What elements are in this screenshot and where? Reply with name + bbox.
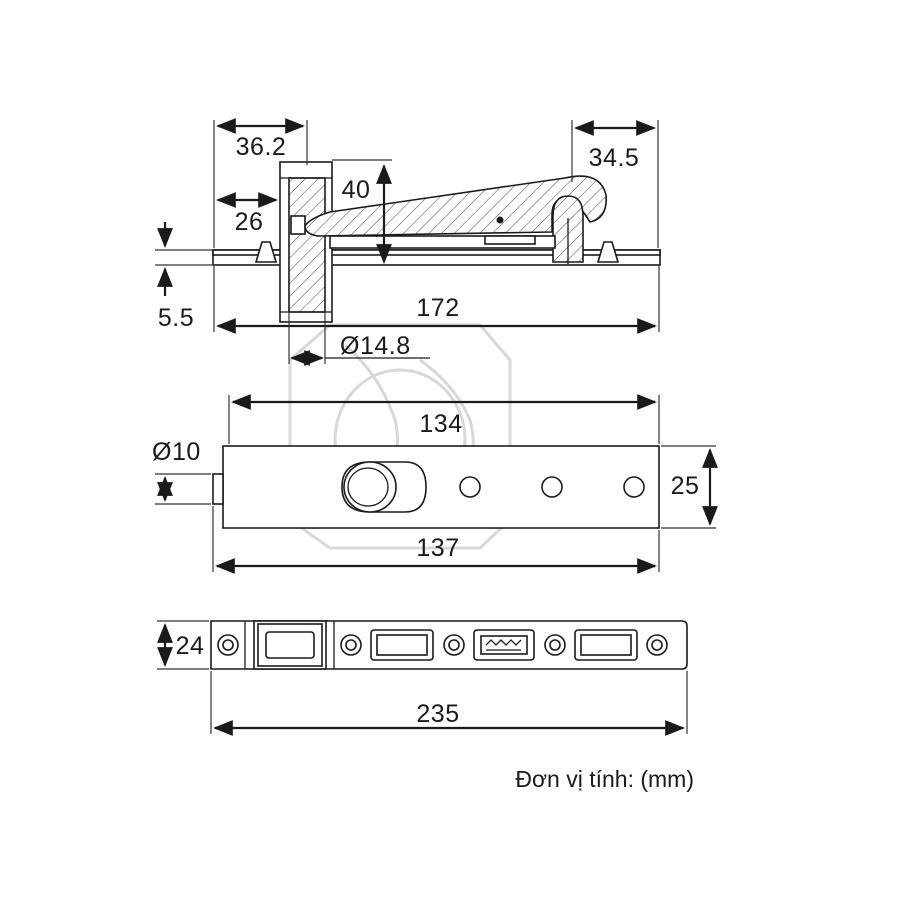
dim-36-2: 36.2	[236, 133, 287, 161]
dim-26: 26	[235, 208, 264, 236]
plan-hole-2	[541, 476, 563, 498]
dim-34-5: 34.5	[589, 144, 640, 172]
dim-235: 235	[416, 700, 459, 728]
dim-137: 137	[416, 534, 459, 562]
dim-diameter-14-8: Ø14.8	[340, 332, 411, 360]
dim-40: 40	[342, 176, 371, 204]
side-pivot-pin	[288, 177, 326, 313]
dim-25: 25	[671, 472, 700, 500]
plan-pin-stub	[212, 473, 224, 505]
plan-view: 134 Ø10 25 137	[152, 394, 718, 574]
unit-note: Đơn vị tính: (mm)	[515, 766, 694, 792]
dim-134: 134	[419, 410, 462, 438]
dim-5-5: 5.5	[158, 304, 194, 332]
plan-hole-3	[623, 476, 645, 498]
side-view: 36.2 26 34.5 40 5.5 172 Ø14.8	[155, 118, 661, 366]
strap-view: 24 235	[157, 620, 688, 736]
dim-172: 172	[416, 294, 459, 322]
dim-diameter-10: Ø10	[152, 438, 201, 466]
plan-hole-1	[459, 476, 481, 498]
plan-base-plate	[222, 445, 660, 529]
strap-slot	[265, 631, 315, 659]
side-screw-left	[254, 241, 278, 263]
dim-24: 24	[176, 632, 205, 660]
side-screw-right	[596, 241, 620, 263]
